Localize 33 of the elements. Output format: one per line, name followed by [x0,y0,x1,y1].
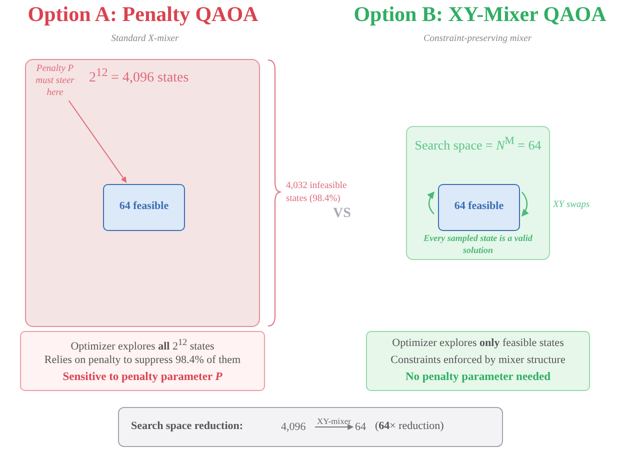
annotation-text: Penalty P must steer here [28,63,82,99]
annotation-text: 4,032 infeasible states (98.4%) [286,180,348,206]
heading-text: Option A: Penalty QAOA [26,2,260,27]
result-box [118,407,503,447]
description-text: Optimizer explores all 2$^{12}$ states [70,337,216,353]
vs-text: VS [333,206,351,222]
subtitle-text: Constraint-preserving mixer [422,34,533,44]
value-text: 4,096 [281,421,313,433]
beside-text: XY swaps [553,200,590,210]
search-space-box [406,126,550,260]
feasible-box [438,184,520,231]
description-text: Optimizer explores only feasible states [391,337,565,349]
summary-card [366,331,590,391]
emphasis-text: Sensitive to penalty parameter P [62,371,224,383]
summary-card [20,331,265,391]
state-space-box [25,59,260,327]
box-label: 64 feasible [453,200,505,212]
emphasis-text: No penalty parameter needed [404,371,552,383]
heading-text: Search space = N$^{M}$ = 64 [414,135,542,154]
heading-text: 2$^{12}$ = 4,096 states [89,66,189,87]
note-text: (64× reduction) [375,420,444,432]
heading-text: Search space reduction: [131,420,244,432]
value-text: 64 [355,421,371,433]
arrow [314,424,354,430]
box-label: 64 feasible [118,200,170,212]
edge-label: XY-mixer [317,416,351,426]
heading-text: Option B: XY-Mixer QAOA [352,2,608,27]
feasible-box [103,184,185,231]
arrow [68,100,127,183]
caption-text: Every sampled state is a valid solution [423,232,533,256]
subtitle-text: Standard X-mixer [110,34,180,44]
description-text: Constraints enforced by mixer structure [390,354,566,366]
description-text: Relies on penalty to suppress 98.4% of them [43,354,242,366]
